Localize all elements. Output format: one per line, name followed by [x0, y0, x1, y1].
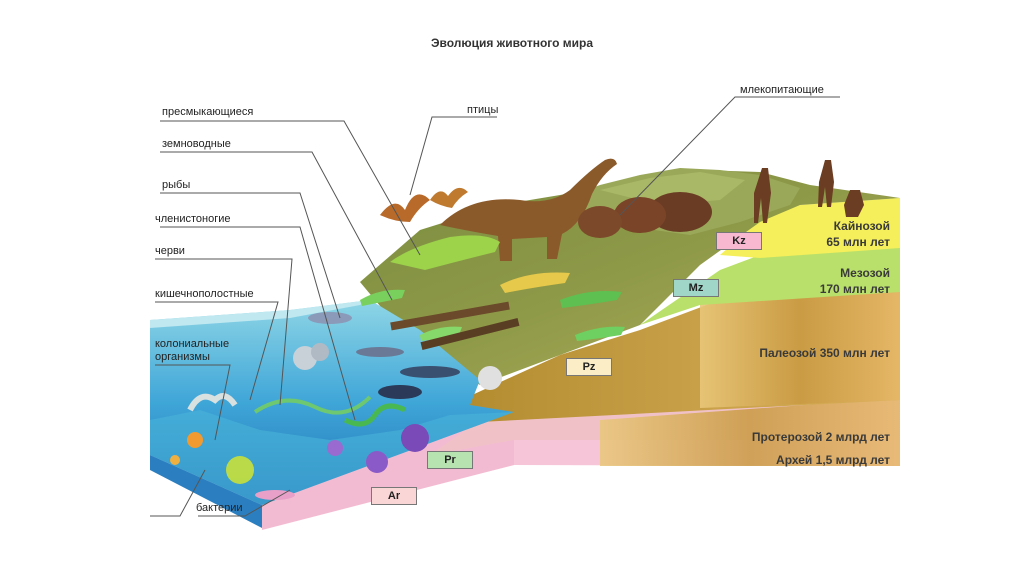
era-mesozoic-age: 170 млн лет [820, 281, 890, 297]
leader-amphibians [160, 152, 392, 300]
mammoth-3 [578, 206, 622, 238]
label-reptiles: пресмыкающиеся [162, 106, 253, 119]
label-fish: рыбы [162, 179, 190, 192]
code-ar: Ar [371, 487, 417, 505]
colony-2 [187, 432, 203, 448]
era-cenozoic-age: 65 млн лет [826, 234, 890, 250]
colony-3 [170, 455, 180, 465]
diagram-title: Эволюция животного мира [0, 36, 1024, 50]
fish-2 [356, 347, 404, 357]
label-bacteria: бактерии [196, 502, 243, 515]
label-birds: птицы [467, 104, 498, 117]
leader-birds [410, 117, 497, 195]
label-colonial-1: колониальные [155, 338, 229, 351]
code-pr: Pr [427, 451, 473, 469]
striped-ball-3 [327, 440, 343, 456]
label-amphibians: земноводные [162, 138, 231, 151]
era-proterozoic: Протерозой 2 млрд лет [752, 429, 890, 445]
fish-4 [400, 366, 460, 378]
colony-1 [226, 456, 254, 484]
code-mz: Mz [673, 279, 719, 297]
striped-ball-2 [366, 451, 388, 473]
era-mesozoic-name: Мезозой [840, 265, 890, 281]
label-worms: черви [155, 245, 185, 258]
nautilus [478, 366, 502, 390]
bird-2 [430, 188, 468, 208]
shell-2 [311, 343, 329, 361]
striped-ball-1 [401, 424, 429, 452]
era-paleozoic: Палеозой 350 млн лет [759, 345, 890, 361]
mammoth-2 [614, 197, 666, 233]
fish-1 [308, 312, 352, 324]
label-mammals: млекопитающие [740, 84, 824, 97]
era-archean: Архей 1,5 млрд лет [776, 452, 890, 468]
label-coelenterates: кишечнополостные [155, 288, 254, 301]
fish-3 [378, 385, 422, 399]
label-colonial-2: организмы [155, 351, 210, 364]
code-pz: Pz [566, 358, 612, 376]
era-cenozoic-name: Кайнозой [834, 218, 890, 234]
label-arthropods: членистоногие [155, 213, 231, 226]
code-kz: Kz [716, 232, 762, 250]
